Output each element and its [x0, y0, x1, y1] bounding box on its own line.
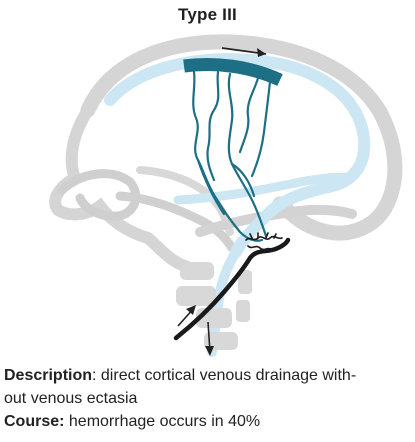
flow-arrow-down-head	[205, 346, 214, 356]
description-text-1: : direct cortical venous drainage with-	[92, 367, 357, 384]
skull-illustration	[49, 34, 403, 357]
description-label: Description	[4, 367, 93, 384]
description-line-1: Description: direct cortical venous drai…	[4, 364, 412, 387]
flow-arrow-top-head	[257, 48, 266, 57]
straight-sinus	[173, 172, 357, 205]
sinus-drainage-segment	[183, 58, 283, 86]
flow-arrow-up-head	[186, 305, 196, 315]
skull-cheek	[115, 191, 237, 253]
skull-base	[195, 204, 357, 237]
course-line: Course: hemorrhage occurs in 40%	[4, 410, 412, 433]
cortical-veins	[192, 70, 272, 242]
cervical-vertebrae	[176, 262, 252, 350]
diagram-caption: Description: direct cortical venous drai…	[4, 364, 412, 433]
skull-face	[49, 104, 196, 274]
course-text: hemorrhage occurs in 40%	[64, 413, 261, 430]
description-line-2: out venous ectasia	[4, 387, 412, 410]
diagram-title: Type III	[178, 5, 237, 24]
skull-vault	[80, 34, 403, 241]
feeding-artery	[173, 237, 291, 341]
description-text-2: out venous ectasia	[4, 390, 138, 407]
course-label: Course:	[4, 413, 65, 430]
